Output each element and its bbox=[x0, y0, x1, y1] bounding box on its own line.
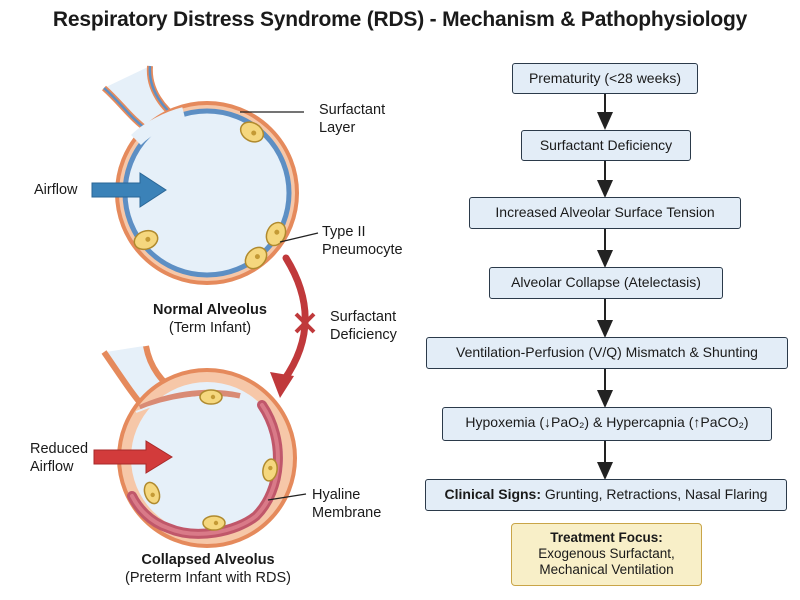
reduced-airflow-arrow bbox=[93, 440, 173, 474]
collapsed-alveolus bbox=[93, 345, 307, 548]
flow-step-prematurity: Prematurity (<28 weeks) bbox=[512, 63, 698, 94]
clinical-signs-text: Grunting, Retractions, Nasal Flaring bbox=[541, 486, 768, 502]
airflow-label: Airflow bbox=[34, 182, 78, 198]
hyaline-membrane-label: Hyaline Membrane bbox=[312, 487, 382, 521]
clinical-signs-label: Clinical Signs: bbox=[444, 486, 542, 502]
surfactant-layer-label: Surfactant Layer bbox=[319, 102, 386, 136]
blocked-x-icon bbox=[294, 312, 316, 334]
treatment-line-1: Exogenous Surfactant, bbox=[538, 546, 675, 561]
normal-alveolus bbox=[91, 65, 319, 285]
deficiency-arrow bbox=[270, 254, 316, 398]
normal-alveolus-caption: Normal Alveolus (Term Infant) bbox=[153, 302, 267, 336]
pneumocyte-cells bbox=[133, 121, 287, 270]
flow-step-alveolar-collapse: Alveolar Collapse (Atelectasis) bbox=[489, 267, 723, 299]
collapsed-alveolus-caption: Collapsed Alveolus (Preterm Infant with … bbox=[125, 552, 291, 586]
flow-step-hypoxemia: Hypoxemia (↓PaO₂) & Hypercapnia (↑PaCO₂) bbox=[442, 407, 772, 441]
flow-step-surface-tension: Increased Alveolar Surface Tension bbox=[469, 197, 741, 229]
type2-pneumocyte-label: Type II Pneumocyte bbox=[322, 224, 403, 258]
flow-step-surfactant-deficiency: Surfactant Deficiency bbox=[521, 130, 691, 161]
reduced-airflow-label: Reduced Airflow bbox=[30, 441, 89, 475]
treatment-heading: Treatment Focus: bbox=[550, 530, 663, 545]
treatment-box: Treatment Focus: Exogenous Surfactant, M… bbox=[511, 523, 702, 586]
treatment-line-2: Mechanical Ventilation bbox=[539, 562, 674, 577]
surfactant-deficiency-label: Surfactant Deficiency bbox=[330, 309, 397, 343]
flow-step-vq-mismatch: Ventilation-Perfusion (V/Q) Mismatch & S… bbox=[426, 337, 788, 369]
pneumocyte-cells-collapsed bbox=[143, 389, 278, 531]
flow-step-clinical-signs: Clinical Signs: Grunting, Retractions, N… bbox=[425, 479, 787, 511]
page-title: Respiratory Distress Syndrome (RDS) - Me… bbox=[52, 8, 748, 31]
airflow-arrow bbox=[91, 172, 167, 208]
